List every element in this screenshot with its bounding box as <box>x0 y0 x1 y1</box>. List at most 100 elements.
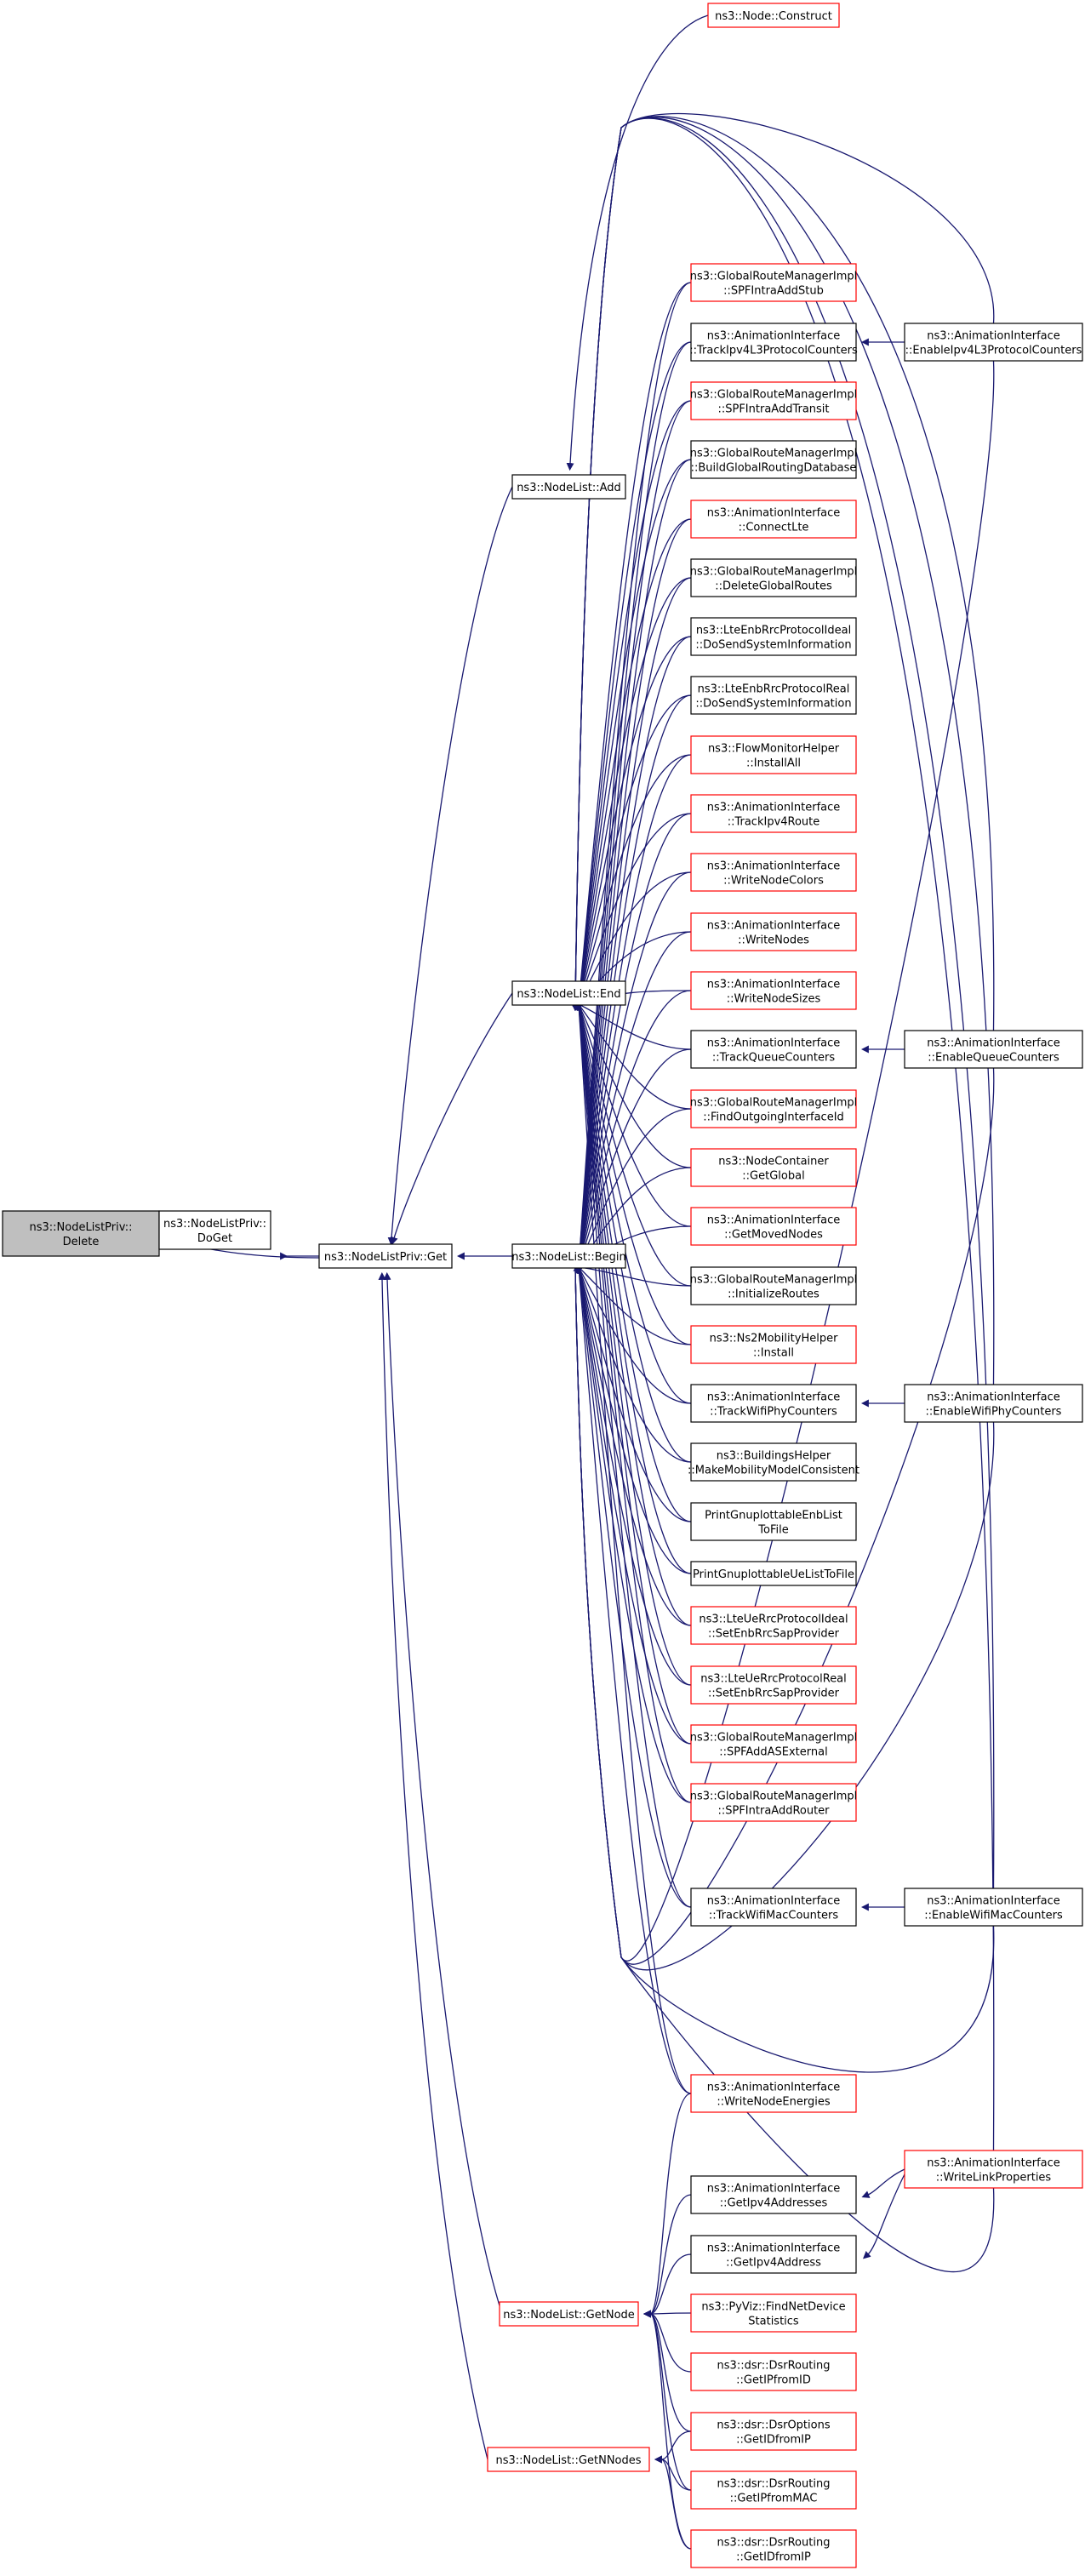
node-doget[interactable]: ns3::NodeListPriv::DoGet <box>158 1210 271 1250</box>
node-dsr_ipid[interactable]: ns3::dsr::DsrRouting::GetIPfromID <box>690 2352 857 2391</box>
node-ns2mob[interactable]: ns3::Ns2MobilityHelper::Install <box>690 1325 857 1364</box>
edge-construct-to-add <box>566 14 709 471</box>
node-getnode-box <box>499 2301 639 2327</box>
node-getnode[interactable]: ns3::NodeList::GetNode <box>499 2301 639 2327</box>
node-begin[interactable]: ns3::NodeList::Begin <box>511 1243 626 1269</box>
node-ueideal[interactable]: ns3::LteUeRrcProtocolIdeal::SetEnbRrcSap… <box>690 1606 857 1645</box>
node-getaddrs[interactable]: ns3::AnimationInterface::GetIpv4Addresse… <box>690 2175 857 2214</box>
node-trackroute[interactable]: ns3::AnimationInterface::TrackIpv4Route <box>690 794 857 833</box>
node-connectlte[interactable]: ns3::AnimationInterface::ConnectLte <box>690 500 857 539</box>
node-spfas[interactable]: ns3::GlobalRouteManagerImpl::SPFAddASExt… <box>690 1724 858 1763</box>
node-end[interactable]: ns3::NodeList::End <box>511 980 626 1006</box>
node-findout-box <box>690 1089 857 1128</box>
node-real_sys[interactable]: ns3::LteEnbRrcProtocolReal::DoSendSystem… <box>690 676 857 715</box>
node-wns[interactable]: ns3::AnimationInterface::WriteNodeSizes <box>690 971 857 1010</box>
node-findout-label-1: ::FindOutgoingInterfaceId <box>703 1111 844 1124</box>
node-enq[interactable]: ns3::AnimationInterface::EnableQueueCoun… <box>904 1030 1083 1069</box>
node-enmac[interactable]: ns3::AnimationInterface::EnableWifiMacCo… <box>904 1888 1083 1927</box>
edge-trackwifiphy-to-end <box>574 997 692 1404</box>
edge-findout-to-begin <box>575 1108 692 1274</box>
node-wne-label-1: ::WriteNodeEnergies <box>717 2096 830 2109</box>
node-dsr_idip[interactable]: ns3::dsr::DsrRouting::GetIDfromIP <box>690 2529 857 2568</box>
node-spfstub[interactable]: ns3::GlobalRouteManagerImpl::SPFIntraAdd… <box>690 263 858 302</box>
node-enl3-label-1: ::EnableIpv4L3ProtocolCounters <box>905 345 1082 357</box>
node-getnnodes-label-0: ns3::NodeList::GetNNodes <box>495 2454 641 2467</box>
node-enl3[interactable]: ns3::AnimationInterface::EnableIpv4L3Pro… <box>904 323 1083 362</box>
node-wlp[interactable]: ns3::AnimationInterface::WriteLinkProper… <box>904 2150 1083 2189</box>
node-add[interactable]: ns3::NodeList::Add <box>511 474 626 500</box>
node-dsr_ipmac[interactable]: ns3::dsr::DsrRouting::GetIPfromMAC <box>690 2470 857 2510</box>
node-delgr[interactable]: ns3::GlobalRouteManagerImpl::DeleteGloba… <box>690 558 858 597</box>
node-trackwifimac[interactable]: ns3::AnimationInterface::TrackWifiMacCou… <box>690 1888 857 1927</box>
edge-add-to-get <box>387 486 513 1246</box>
node-trackl3-label-1: ::TrackIpv4L3ProtocolCounters <box>689 345 858 357</box>
node-add-label-0: ns3::NodeList::Add <box>517 482 621 494</box>
edge-pgenb-to-end <box>574 997 692 1522</box>
node-trackq-label-0: ns3::AnimationInterface <box>707 1037 841 1050</box>
edge-dsr_idip-to-getnode <box>642 2310 692 2550</box>
edge-dsr_ipid-to-getnode <box>642 2310 692 2373</box>
node-trackroute-box <box>690 794 857 833</box>
node-wns-label-0: ns3::AnimationInterface <box>707 979 841 991</box>
node-spfas-label-0: ns3::GlobalRouteManagerImpl <box>690 1732 858 1745</box>
node-get[interactable]: ns3::NodeListPriv::Get <box>318 1243 453 1269</box>
node-dsropt-label-0: ns3::dsr::DsrOptions <box>717 2419 830 2432</box>
node-spfrouter[interactable]: ns3::GlobalRouteManagerImpl::SPFIntraAdd… <box>690 1783 858 1822</box>
node-pgue[interactable]: PrintGnuplottableUeListToFile <box>690 1561 857 1586</box>
node-spfas-box <box>690 1724 857 1763</box>
node-construct-box <box>707 3 840 28</box>
node-trackl3-box <box>690 323 857 362</box>
node-flowmon-label-1: ::InstallAll <box>746 757 801 770</box>
node-buildgrd-box <box>690 440 857 479</box>
node-trackwifiphy[interactable]: ns3::AnimationInterface::TrackWifiPhyCou… <box>690 1384 857 1423</box>
node-moved-label-0: ns3::AnimationInterface <box>707 1214 841 1227</box>
node-enphy[interactable]: ns3::AnimationInterface::EnableWifiPhyCo… <box>904 1384 1083 1423</box>
node-delgr-label-0: ns3::GlobalRouteManagerImpl <box>690 566 858 579</box>
node-ideal_sys[interactable]: ns3::LteEnbRrcProtocolIdeal::DoSendSyste… <box>690 617 857 656</box>
node-spftransit-label-1: ::SPFIntraAddTransit <box>717 403 829 416</box>
node-wn-box <box>690 912 857 951</box>
node-getaddr-box <box>690 2235 857 2274</box>
node-spfstub-box <box>690 263 857 302</box>
edge-trackroute-to-end <box>575 813 692 1011</box>
node-ideal_sys-box <box>690 617 857 656</box>
node-flowmon-box <box>690 735 857 774</box>
edge-spfas-to-end <box>574 997 692 1745</box>
edge-wne-to-getnode <box>642 2093 692 2318</box>
node-wne[interactable]: ns3::AnimationInterface::WriteNodeEnergi… <box>690 2074 857 2113</box>
node-uereal[interactable]: ns3::LteUeRrcProtocolReal::SetEnbRrcSapP… <box>690 1665 857 1705</box>
node-wnc[interactable]: ns3::AnimationInterface::WriteNodeColors <box>690 853 857 892</box>
node-nodecont[interactable]: ns3::NodeContainer::GetGlobal <box>690 1148 857 1187</box>
node-ueideal-label-1: ::SetEnbRrcSapProvider <box>708 1628 840 1641</box>
node-pgue-box <box>690 1561 857 1586</box>
node-delete[interactable]: ns3::NodeListPriv::Delete <box>2 1210 160 1257</box>
edge-findout-to-end <box>574 998 692 1110</box>
node-initroutes[interactable]: ns3::GlobalRouteManagerImpl::InitializeR… <box>690 1266 858 1305</box>
node-buildings[interactable]: ns3::BuildingsHelper::MakeMobilityModelC… <box>688 1442 859 1482</box>
node-wne-box <box>690 2074 857 2113</box>
node-spftransit[interactable]: ns3::GlobalRouteManagerImpl::SPFIntraAdd… <box>690 381 858 420</box>
node-findout[interactable]: ns3::GlobalRouteManagerImpl::FindOutgoin… <box>690 1089 858 1128</box>
edge-trackl3-to-end <box>574 341 692 1012</box>
node-getaddrs-label-1: ::GetIpv4Addresses <box>720 2197 828 2210</box>
node-trackq[interactable]: ns3::AnimationInterface::TrackQueueCount… <box>690 1030 857 1069</box>
node-construct[interactable]: ns3::Node::Construct <box>707 3 840 28</box>
node-flowmon[interactable]: ns3::FlowMonitorHelper::InstallAll <box>690 735 857 774</box>
edge-dsropt-to-getnnodes <box>654 2430 692 2464</box>
edge-dsr_idip-to-getnnodes <box>654 2455 692 2550</box>
node-begin-box <box>511 1243 626 1269</box>
node-moved[interactable]: ns3::AnimationInterface::GetMovedNodes <box>690 1207 857 1246</box>
node-wn[interactable]: ns3::AnimationInterface::WriteNodes <box>690 912 857 951</box>
edge-uereal-to-end <box>574 997 692 1686</box>
node-wn-label-0: ns3::AnimationInterface <box>707 920 841 933</box>
node-dsropt[interactable]: ns3::dsr::DsrOptions::GetIDfromIP <box>690 2412 857 2451</box>
node-getaddr[interactable]: ns3::AnimationInterface::GetIpv4Address <box>690 2235 857 2274</box>
node-trackl3[interactable]: ns3::AnimationInterface::TrackIpv4L3Prot… <box>689 323 858 362</box>
node-getnnodes[interactable]: ns3::NodeList::GetNNodes <box>487 2447 650 2472</box>
edge-buildings-to-end <box>574 997 692 1463</box>
node-initroutes-label-1: ::InitializeRoutes <box>728 1288 819 1301</box>
node-end-label-0: ns3::NodeList::End <box>517 988 620 1001</box>
node-buildgrd[interactable]: ns3::GlobalRouteManagerImpl::BuildGlobal… <box>690 440 858 479</box>
